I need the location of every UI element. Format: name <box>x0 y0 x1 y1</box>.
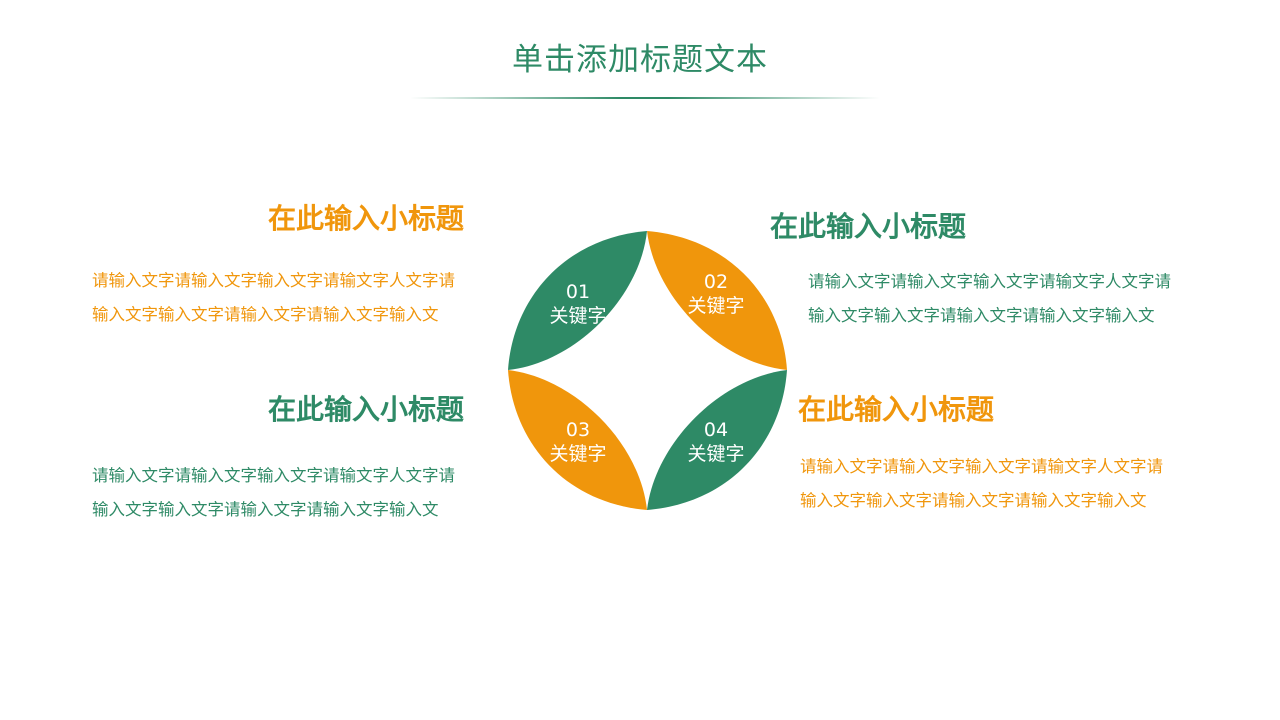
four-petal-diagram: 01 关键字 02 关键字 03 关键字 04 关键字 <box>505 228 790 513</box>
petal-label-04: 04 关键字 <box>671 418 761 466</box>
subtitle-02[interactable]: 在此输入小标题 <box>770 210 967 243</box>
petal-keyword-01: 关键字 <box>549 305 607 327</box>
petal-02[interactable] <box>647 231 787 370</box>
petal-keyword-03: 关键字 <box>549 443 607 465</box>
body-line: 输入文字输入文字请输入文字请输入文字输入文 <box>808 306 1155 325</box>
body-text-03[interactable]: 请输入文字请输入文字输入文字请输文字人文字请 输入文字输入文字请输入文字请输入文… <box>92 459 522 527</box>
body-line: 输入文字输入文字请输入文字请输入文字输入文 <box>92 305 439 324</box>
slide-title[interactable]: 单击添加标题文本 <box>512 42 768 78</box>
petal-label-02: 02 关键字 <box>671 270 761 318</box>
subtitle-01[interactable]: 在此输入小标题 <box>268 202 465 235</box>
subtitle-04[interactable]: 在此输入小标题 <box>798 393 995 426</box>
petal-number-02: 02 <box>703 271 729 293</box>
petal-keyword-02: 关键字 <box>687 295 745 317</box>
body-line: 输入文字输入文字请输入文字请输入文字输入文 <box>92 500 439 519</box>
body-line: 请输入文字请输入文字输入文字请输文字人文字请 <box>808 272 1171 291</box>
body-line: 请输入文字请输入文字输入文字请输文字人文字请 <box>800 457 1163 476</box>
body-line: 请输入文字请输入文字输入文字请输文字人文字请 <box>92 271 455 290</box>
petal-04[interactable] <box>647 370 787 510</box>
body-line: 输入文字输入文字请输入文字请输入文字输入文 <box>800 491 1147 510</box>
petal-number-01: 01 <box>565 281 591 303</box>
body-line: 请输入文字请输入文字输入文字请输文字人文字请 <box>92 466 455 485</box>
petal-01[interactable] <box>508 231 647 370</box>
subtitle-03[interactable]: 在此输入小标题 <box>268 393 465 426</box>
petal-keyword-04: 关键字 <box>687 443 745 465</box>
title-divider <box>410 97 880 99</box>
petal-label-01: 01 关键字 <box>533 280 623 328</box>
body-text-02[interactable]: 请输入文字请输入文字输入文字请输文字人文字请 输入文字输入文字请输入文字请输入文… <box>808 265 1238 333</box>
body-text-01[interactable]: 请输入文字请输入文字输入文字请输文字人文字请 输入文字输入文字请输入文字请输入文… <box>92 264 522 332</box>
body-text-04[interactable]: 请输入文字请输入文字输入文字请输文字人文字请 输入文字输入文字请输入文字请输入文… <box>800 450 1230 518</box>
petal-diagram-svg <box>508 231 787 510</box>
petal-number-04: 04 <box>703 419 729 441</box>
petal-number-03: 03 <box>565 419 591 441</box>
petal-03[interactable] <box>508 370 647 510</box>
petal-label-03: 03 关键字 <box>533 418 623 466</box>
